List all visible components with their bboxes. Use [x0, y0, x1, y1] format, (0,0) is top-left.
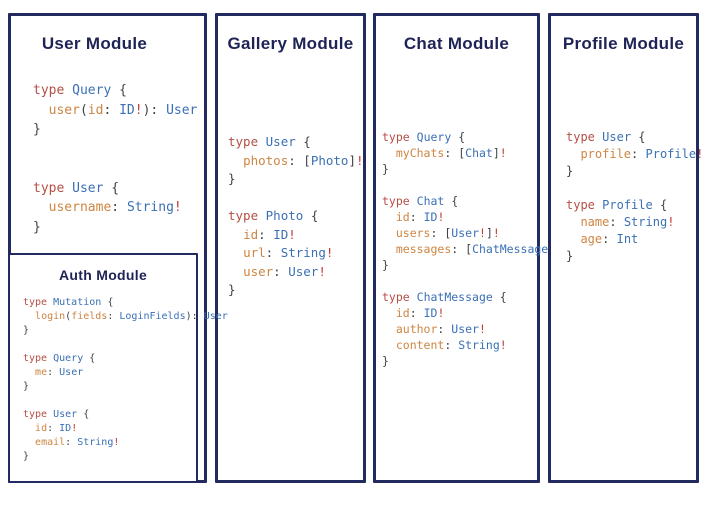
- code-line: }: [382, 162, 389, 176]
- code-line: type ChatMessage {: [382, 290, 507, 304]
- user-module-title: User Module: [41, 34, 148, 53]
- code-line: }: [33, 122, 41, 137]
- code-line: }: [23, 381, 30, 392]
- code-line: type User {: [228, 134, 311, 149]
- code-line: type Profile {: [566, 198, 668, 212]
- profile-module-box: Profile Module type User { profile: Prof…: [548, 13, 703, 483]
- chat-module-code: type Query { myChats: [Chat]!} type Chat…: [382, 129, 562, 369]
- code-line: messages: [ChatMessage]!: [395, 242, 562, 256]
- code-line: user: User!: [243, 263, 326, 279]
- code-line: [33, 140, 197, 160]
- code-line: type User {: [33, 180, 120, 196]
- code-line: type Query {: [23, 353, 96, 364]
- chat-module-title: Chat Module: [403, 34, 510, 53]
- code-line: id: ID!: [35, 423, 78, 434]
- code-line: [23, 394, 228, 408]
- code-line: type User {: [566, 130, 646, 144]
- code-line: }: [23, 325, 30, 336]
- gallery-module-title: Gallery Module: [227, 34, 354, 53]
- code-line: age: Int: [580, 232, 639, 246]
- code-line: type Chat {: [382, 194, 459, 208]
- code-line: type Photo {: [228, 208, 319, 223]
- code-line: type User {: [23, 409, 90, 420]
- code-line: [228, 189, 364, 208]
- code-line: users: [User!]!: [395, 226, 500, 240]
- code-line: user(id: ID!): User: [48, 102, 198, 118]
- code-line: email: String!: [35, 437, 120, 448]
- code-line: url: String!: [243, 245, 334, 260]
- code-line: content: String!: [395, 338, 507, 352]
- auth-module-title: Auth Module: [58, 267, 148, 283]
- gallery-module-code: type User { photos: [Photo]!} type Photo…: [228, 133, 364, 300]
- code-line: username: String!: [48, 200, 182, 215]
- gallery-module-box: Gallery Module type User { photos: [Phot…: [215, 13, 366, 483]
- code-line: }: [23, 451, 30, 462]
- code-line: }: [382, 258, 389, 272]
- code-line: type Query {: [382, 130, 466, 144]
- profile-module-code: type User { profile: Profile!} type Prof…: [566, 129, 703, 265]
- code-line: [382, 177, 562, 193]
- user-module-code: type Query { user(id: ID!): User} type U…: [33, 81, 197, 237]
- code-line: }: [566, 249, 574, 263]
- code-line: [382, 273, 562, 289]
- profile-module-title: Profile Module: [562, 34, 685, 53]
- code-line: login(fields: LoginFields): User: [35, 311, 228, 322]
- code-line: photos: [Photo]!: [243, 152, 364, 168]
- code-line: id: ID!: [243, 226, 296, 242]
- code-line: id: ID!: [395, 306, 445, 320]
- code-line: myChats: [Chat]!: [395, 146, 507, 160]
- auth-module-box: Auth Module type Mutation { login(fields…: [8, 253, 228, 483]
- code-line: author: User!: [395, 322, 486, 336]
- auth-module-code: type Mutation { login(fields: LoginField…: [23, 296, 228, 464]
- code-line: }: [33, 219, 41, 235]
- code-line: id: ID!: [395, 210, 445, 224]
- chat-module-box: Chat Module type Query { myChats: [Chat]…: [373, 13, 562, 483]
- code-line: [23, 338, 228, 352]
- code-line: name: String!: [580, 215, 675, 229]
- code-line: [33, 159, 197, 179]
- code-line: }: [228, 171, 236, 186]
- code-line: type Mutation {: [23, 297, 114, 308]
- code-line: me: User: [35, 367, 84, 378]
- code-line: profile: Profile!: [580, 147, 704, 161]
- code-line: }: [382, 354, 389, 368]
- code-line: [566, 180, 703, 197]
- code-line: type Query {: [33, 83, 127, 98]
- code-line: }: [228, 282, 236, 297]
- code-line: }: [566, 164, 574, 178]
